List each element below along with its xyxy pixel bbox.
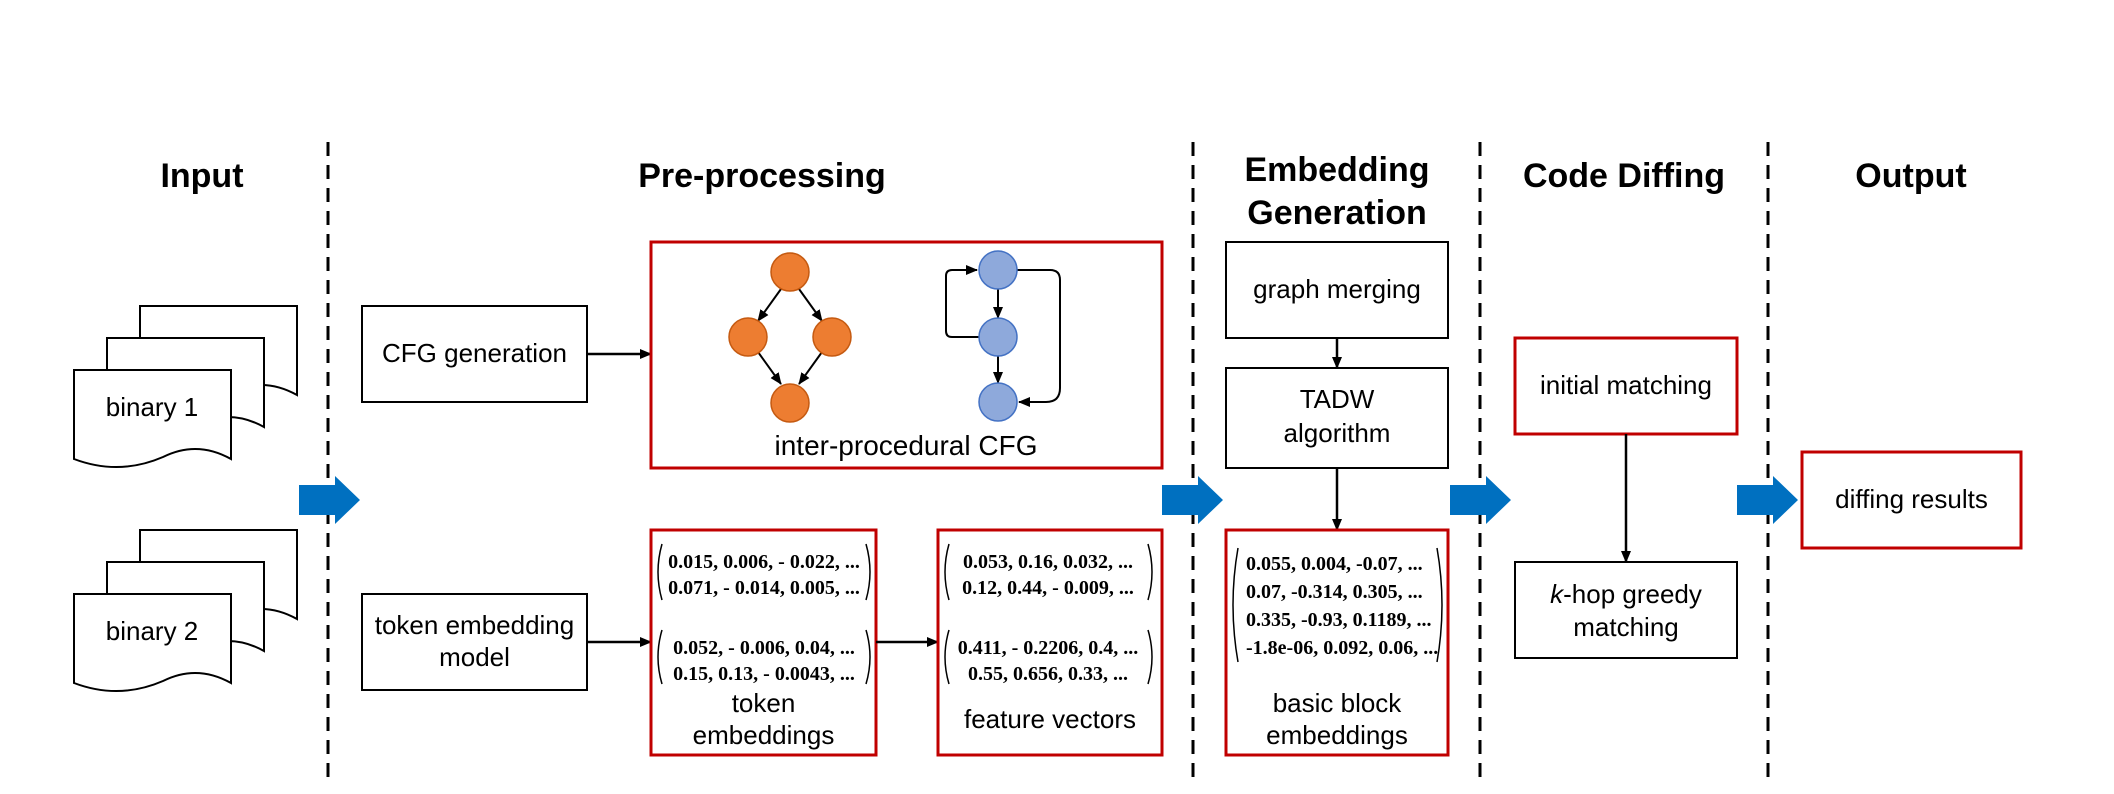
edge	[798, 351, 823, 385]
stage-flow-arrows	[299, 476, 1798, 524]
feature-vectors-box	[936, 528, 1164, 757]
token-model-label-line1: token embedding	[375, 610, 574, 640]
left-bracket	[657, 543, 663, 601]
tadw-label-line1: TADW	[1300, 384, 1375, 414]
khop-label-line2: matching	[1573, 612, 1679, 642]
initial-matching-box	[1513, 336, 1739, 436]
matrix-row: 0.12, 0.44, - 0.009, ...	[962, 577, 1134, 599]
token-embeddings-label-line2: embeddings	[693, 720, 835, 750]
edge	[798, 288, 823, 322]
back-edge	[945, 265, 979, 338]
header-embedding-line2: Generation	[1247, 194, 1426, 232]
orange-node	[812, 317, 852, 357]
cfg-generation-box	[361, 305, 588, 403]
blue-arrow-input-to-preprocessing	[299, 476, 360, 524]
blue-node	[978, 382, 1018, 422]
orange-node	[728, 317, 768, 357]
khop-label-line1: k-hop greedy	[1550, 579, 1702, 609]
orange-node	[770, 383, 810, 423]
left-bracket	[944, 543, 950, 601]
blue-node	[978, 317, 1018, 357]
matrix-row: -1.8e-06, 0.092, 0.06, ...	[1246, 637, 1438, 659]
matrix-row: 0.07, -0.314, 0.305, ...	[1246, 581, 1423, 603]
diffing-results-label: diffing results	[1835, 484, 1988, 514]
right-bracket	[865, 629, 871, 685]
edge	[757, 351, 782, 385]
graph-merging-box	[1225, 241, 1449, 339]
stage-dividers	[326, 142, 1770, 785]
document-front	[73, 369, 232, 468]
header-preprocessing: Pre-processing	[638, 157, 886, 195]
graph-merging-label: graph merging	[1253, 274, 1421, 304]
diffing-results-box	[1800, 450, 2023, 550]
binary-1-label: binary 1	[106, 392, 199, 422]
header-code-diffing: Code Diffing	[1523, 157, 1725, 195]
interprocedural-cfg-label: inter-procedural CFG	[775, 430, 1038, 461]
right-bracket	[1147, 543, 1153, 601]
left-bracket	[1232, 547, 1239, 663]
matrix-row: 0.055, 0.004, -0.07, ...	[1246, 553, 1423, 575]
header-output: Output	[1855, 157, 1966, 195]
matrix-row: 0.335, -0.93, 0.1189, ...	[1246, 609, 1432, 631]
token-embedding-model-box	[361, 593, 588, 691]
left-bracket	[944, 629, 950, 685]
cfg-generation-label: CFG generation	[382, 338, 567, 368]
token-embeddings-label-line1: token	[732, 688, 796, 718]
matrix-row: 0.55, 0.656, 0.33, ...	[968, 663, 1128, 685]
right-bracket	[865, 543, 871, 601]
token-matrix-b: 0.052, - 0.006, 0.04, ... 0.15, 0.13, - …	[657, 629, 871, 685]
loop-edge	[1017, 269, 1061, 407]
header-embedding-line1: Embedding	[1244, 151, 1429, 189]
token-embeddings-box	[649, 528, 878, 757]
edge	[757, 288, 782, 322]
bb-embeddings-label-line1: basic block	[1273, 688, 1403, 718]
basic-block-matrix: 0.055, 0.004, -0.07, ... 0.07, -0.314, 0…	[1232, 547, 1443, 663]
bb-embeddings-label-line2: embeddings	[1266, 720, 1408, 750]
khop-k: k	[1550, 579, 1565, 609]
feature-vectors-label: feature vectors	[964, 704, 1136, 734]
token-matrix-a: 0.015, 0.006, - 0.022, ... 0.071, - 0.01…	[657, 543, 871, 601]
blue-arrow-preprocessing-to-embedding	[1162, 476, 1223, 524]
binary-1-document-stack	[73, 305, 298, 468]
khop-rest: -hop greedy	[1563, 579, 1702, 609]
left-bracket	[657, 629, 663, 685]
matrix-row: 0.015, 0.006, - 0.022, ...	[668, 551, 860, 573]
initial-matching-label: initial matching	[1540, 370, 1712, 400]
blue-cfg-graph	[945, 250, 1061, 422]
feature-matrix-b: 0.411, - 0.2206, 0.4, ... 0.55, 0.656, 0…	[944, 629, 1153, 685]
header-input: Input	[160, 157, 243, 195]
matrix-row: 0.052, - 0.006, 0.04, ...	[673, 637, 855, 659]
feature-matrix-a: 0.053, 0.16, 0.032, ... 0.12, 0.44, - 0.…	[944, 543, 1153, 601]
tadw-label-line2: algorithm	[1284, 418, 1391, 448]
orange-cfg-graph	[728, 252, 852, 423]
binary-2-label: binary 2	[106, 616, 199, 646]
binary-2-document-stack	[73, 529, 298, 692]
stage-headers: Input Pre-processing Embedding Generatio…	[160, 151, 1966, 232]
khop-greedy-matching-box	[1514, 561, 1738, 659]
matrix-row: 0.411, - 0.2206, 0.4, ...	[958, 637, 1139, 659]
document-front	[73, 593, 232, 692]
matrix-row: 0.15, 0.13, - 0.0043, ...	[673, 663, 855, 685]
blue-arrow-diffing-to-output	[1737, 476, 1798, 524]
blue-arrow-embedding-to-diffing	[1450, 476, 1511, 524]
interprocedural-cfg-box	[649, 240, 1164, 470]
tadw-algorithm-box	[1225, 367, 1449, 469]
token-model-label-line2: model	[439, 642, 510, 672]
right-bracket	[1147, 629, 1153, 685]
orange-node	[770, 252, 810, 292]
right-bracket	[1436, 547, 1443, 663]
matrix-row: 0.053, 0.16, 0.032, ...	[963, 551, 1133, 573]
blue-node	[978, 250, 1018, 290]
matrix-row: 0.071, - 0.014, 0.005, ...	[668, 577, 860, 599]
basic-block-embeddings-box	[1224, 528, 1450, 757]
